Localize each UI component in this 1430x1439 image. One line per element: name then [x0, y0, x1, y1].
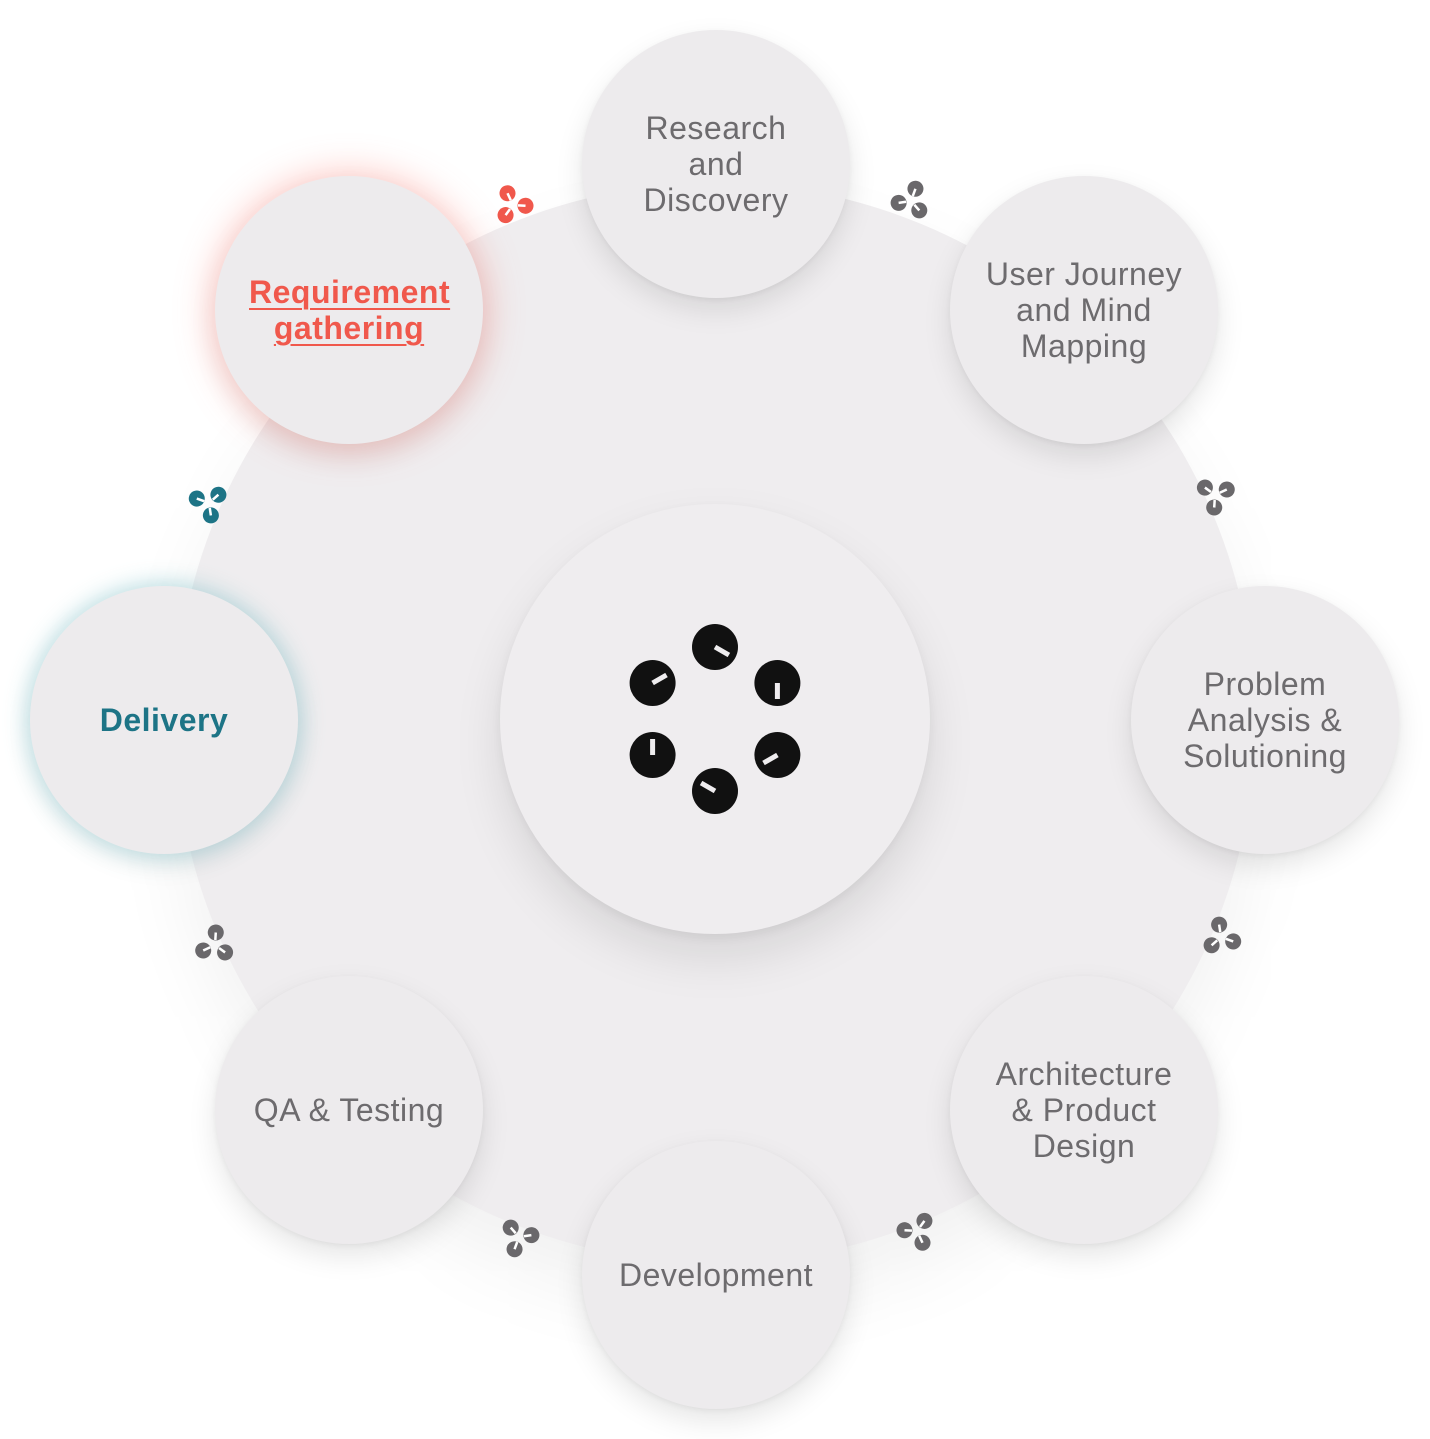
connector-icon-journey-problem: [1190, 470, 1240, 520]
stage-architecture-and-product-design[interactable]: Architecture & Product Design: [950, 976, 1218, 1244]
three-dot-connector-icon: [1203, 916, 1242, 954]
stage-requirement-gathering[interactable]: Requirement gathering: [215, 176, 483, 444]
stage-label: Architecture & Product Design: [995, 1056, 1173, 1164]
three-dot-connector-icon: [502, 1219, 540, 1258]
three-dot-connector-icon: [1196, 479, 1235, 516]
connector-icon-research-journey: [886, 176, 936, 226]
three-dot-connector-icon: [890, 180, 928, 219]
connector-icon-delivery-requirement: [184, 478, 234, 528]
six-dot-cycle-logo-icon: [629, 624, 801, 814]
connector-icon-development-qa: [494, 1212, 544, 1262]
stage-user-journey-and-mind-mapping[interactable]: User Journey and Mind Mapping: [950, 176, 1218, 444]
three-dot-connector-icon: [896, 1212, 933, 1251]
stage-development[interactable]: Development: [582, 1141, 850, 1409]
stage-label: Research and Discovery: [643, 110, 789, 218]
stage-label: Requirement gathering: [249, 274, 451, 346]
stage-delivery[interactable]: Delivery: [30, 586, 298, 854]
connector-icon-requirement-research: [488, 180, 538, 230]
stage-problem-analysis-and-solutioning[interactable]: Problem Analysis & Solutioning: [1131, 586, 1399, 854]
center-hub: [500, 504, 930, 934]
stage-label: QA & Testing: [253, 1092, 445, 1128]
stage-label: Development: [618, 1257, 814, 1293]
connector-icon-problem-architecture: [1196, 912, 1246, 962]
stage-qa-and-testing[interactable]: QA & Testing: [215, 976, 483, 1244]
connector-icon-architecture-development: [892, 1206, 942, 1256]
stage-label: Problem Analysis & Solutioning: [1183, 666, 1347, 774]
stage-label: User Journey and Mind Mapping: [985, 256, 1183, 364]
three-dot-connector-icon: [195, 924, 234, 961]
stage-label: Delivery: [99, 702, 229, 738]
connector-icon-qa-delivery: [190, 920, 240, 970]
three-dot-connector-icon: [497, 185, 534, 224]
stage-research-and-discovery[interactable]: Research and Discovery: [582, 30, 850, 298]
three-dot-connector-icon: [188, 486, 227, 524]
